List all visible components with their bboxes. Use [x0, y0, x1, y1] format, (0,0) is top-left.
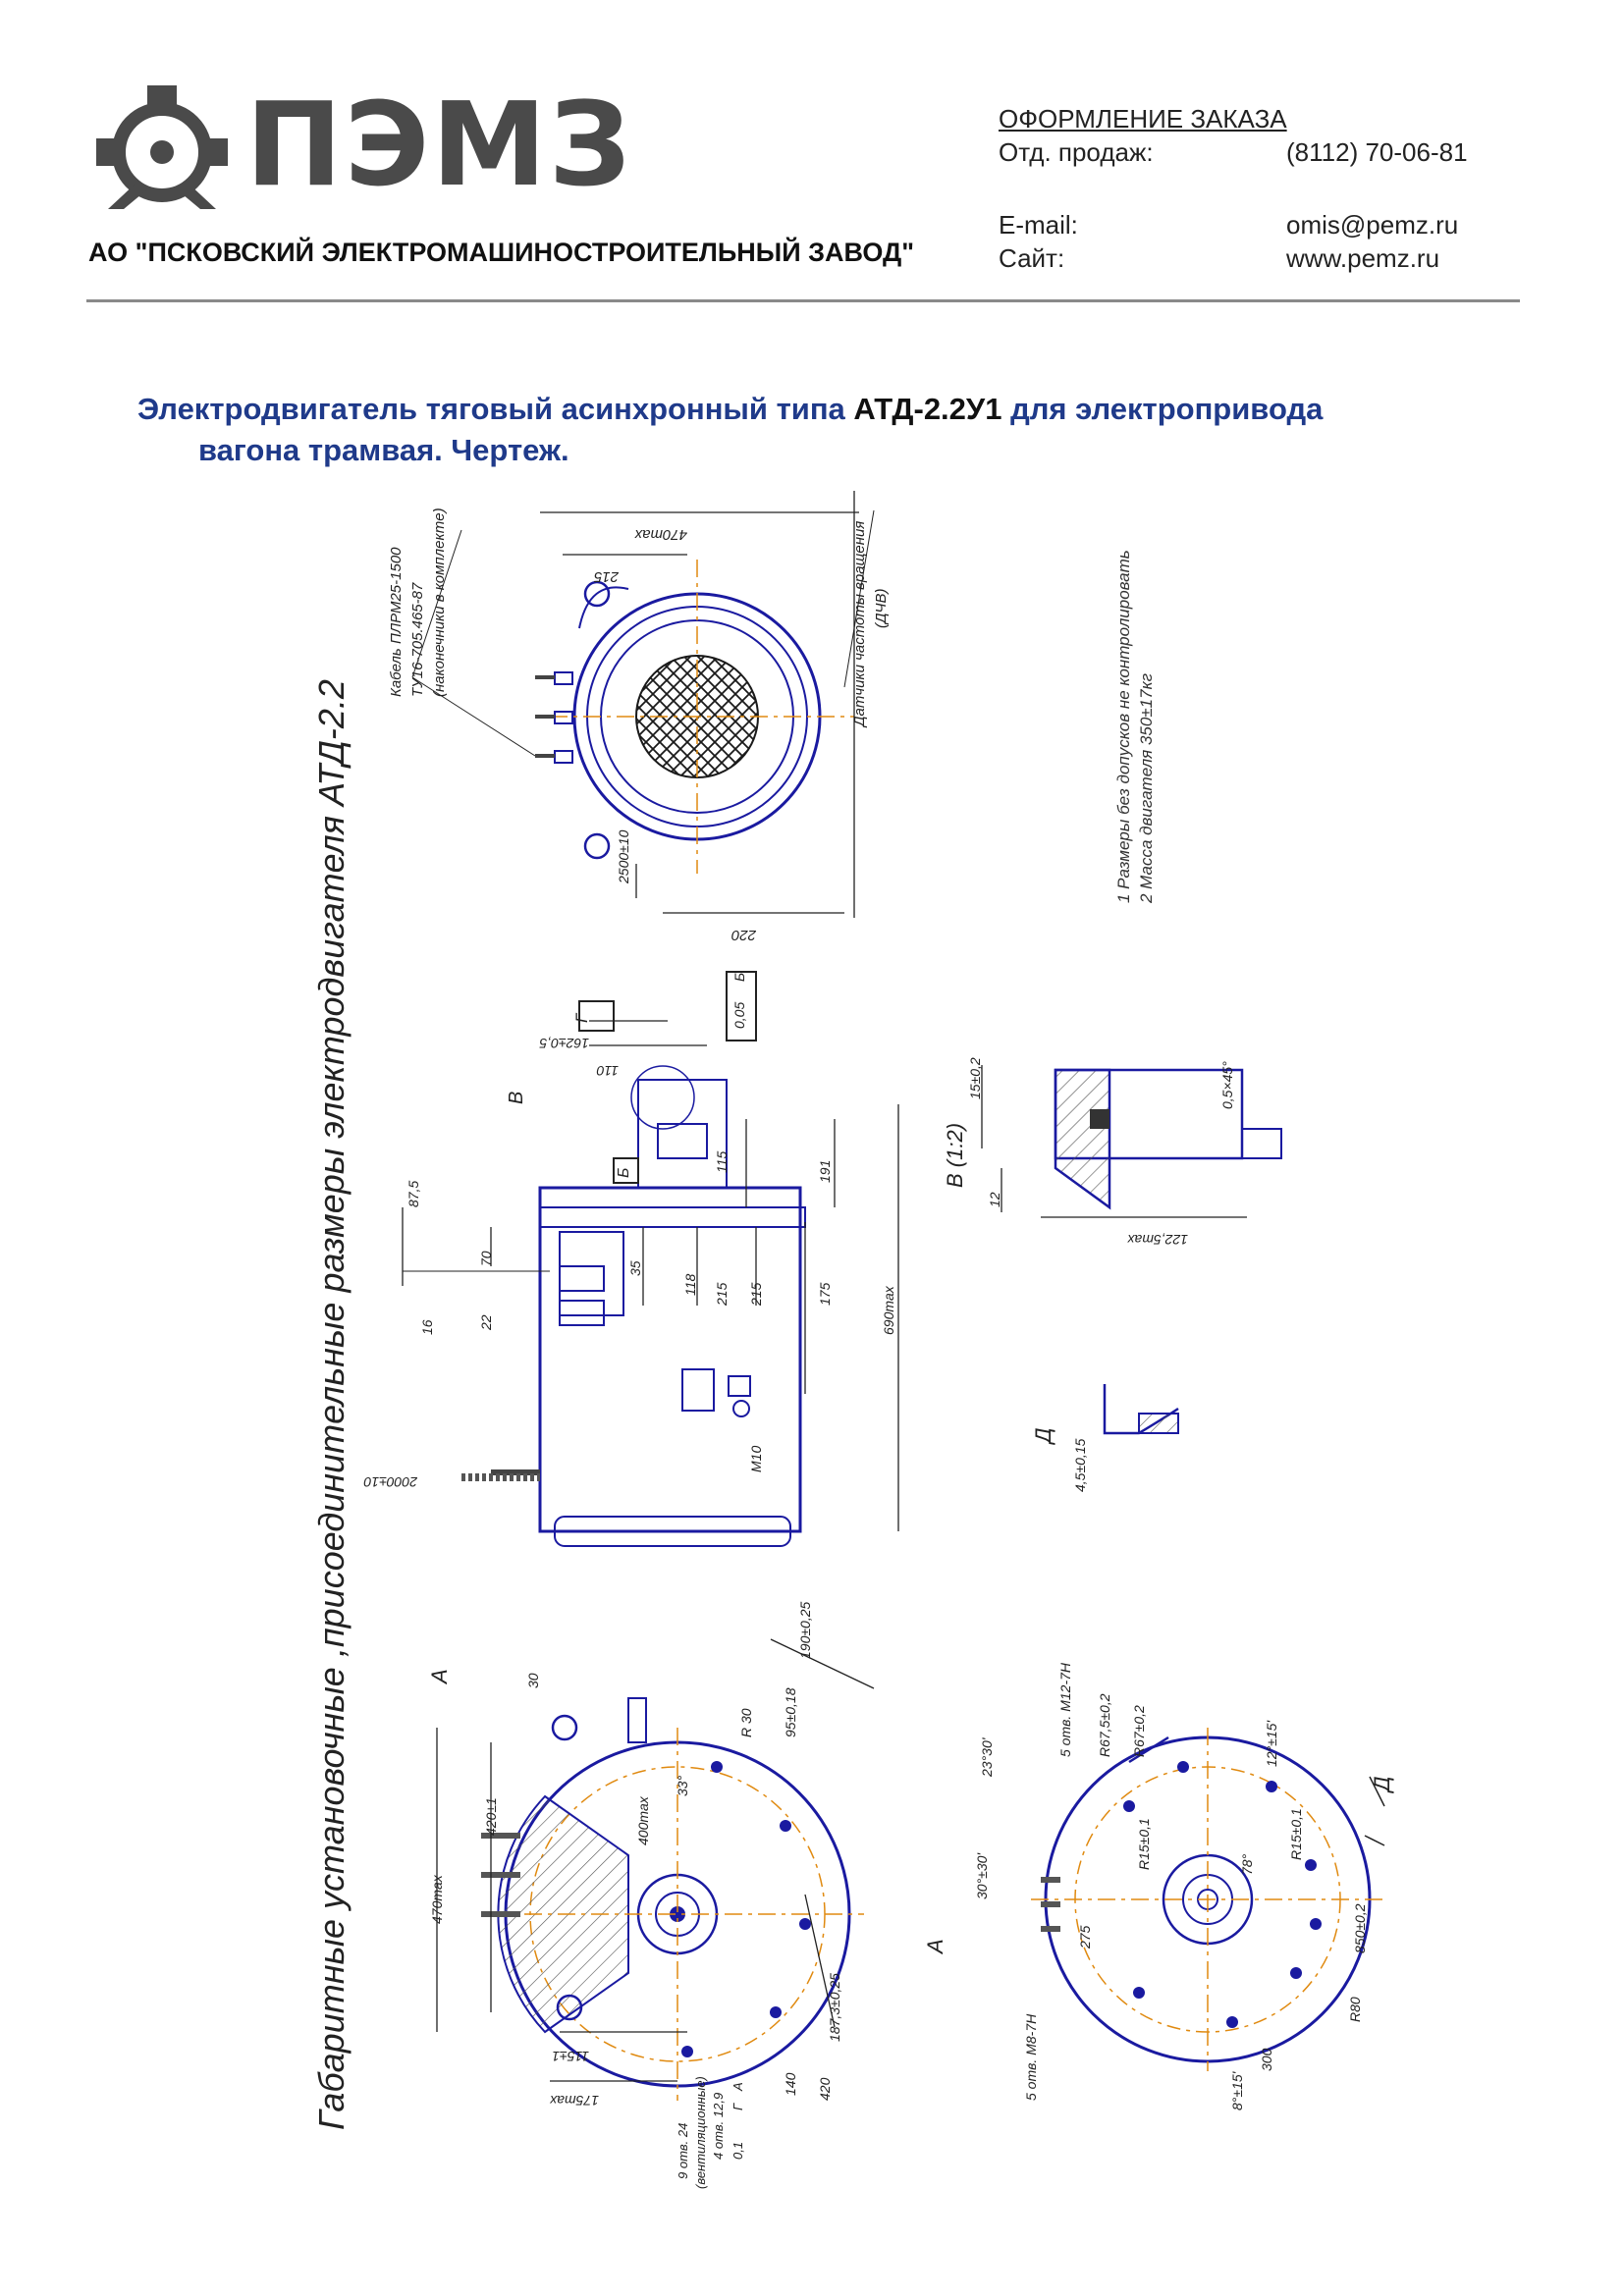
va-420-dia: 420 [817, 2077, 833, 2101]
va-tol-01: 0,1 [730, 2142, 745, 2160]
top-end-view: 470max 215 2500±10 220 Кабель ПЛРМ25-150… [388, 491, 890, 943]
dim-B-tol: Б [731, 973, 747, 982]
dim-215-a: 215 [714, 1282, 730, 1307]
vb-78deg: 78° [1239, 1853, 1255, 1875]
drawing-note-1: 1 Размеры без допусков не контролировать [1114, 550, 1133, 903]
va-r30: R 30 [738, 1708, 754, 1737]
vb-r15-a: R15±0,1 [1136, 1818, 1152, 1870]
detail-122-5: 122,5max [1127, 1232, 1188, 1248]
dim-470max-top: 470max [634, 526, 687, 543]
email-label: E-mail: [999, 210, 1078, 240]
view-a-left: А 30 420±1 470max 190±0,25 95±0,18 R 30 … [427, 1601, 875, 2189]
va-187-3: 187,3±0,25 [827, 1973, 842, 2042]
dim-16: 16 [419, 1319, 435, 1335]
dim-22: 22 [478, 1314, 494, 1331]
dim-35: 35 [627, 1260, 643, 1276]
va-470max: 470max [429, 1874, 445, 1924]
side-view: Г Б В 0,05 Б 162±0,5 110 87,5 70 16 35 1… [363, 971, 899, 1547]
dim-215-top: 215 [593, 568, 620, 585]
dim-87-5: 87,5 [406, 1181, 421, 1207]
dim-215-b: 215 [748, 1282, 764, 1307]
detail-15: 15±0,2 [967, 1057, 983, 1099]
detail-chamfer: 0,5×45° [1219, 1061, 1235, 1109]
dim-175: 175 [817, 1282, 833, 1306]
view-a-label: А [427, 1669, 452, 1685]
vb-r67-5: R67,5±0,2 [1097, 1693, 1112, 1757]
vb-300: 300 [1259, 2048, 1274, 2071]
va-30: 30 [525, 1673, 541, 1688]
vb-12deg: 12°±15' [1264, 1720, 1279, 1767]
detail-d-view: Д 4,5±0,15 [1031, 1384, 1179, 1492]
label-tu: ТУ16-705.465-87 [409, 582, 426, 697]
va-4-holes: 4 отв. 12,9 [711, 2093, 726, 2160]
va-175max: 175max [549, 2093, 599, 2109]
dim-2000: 2000±10 [363, 1474, 418, 1490]
vb-m12: 5 отв. М12-7Н [1057, 1662, 1073, 1757]
vb-r80: R80 [1347, 1997, 1363, 2022]
dim-B-ref: Б [616, 1168, 632, 1178]
view-a-right: А 5 отв. М12-7Н R67,5±0,2 R67±0,2 12°±15… [923, 1662, 1394, 2110]
logo-wordmark: ПЭМЗ [245, 77, 633, 212]
detail-12: 12 [987, 1192, 1002, 1207]
dim-70: 70 [478, 1251, 494, 1266]
va-95: 95±0,18 [783, 1687, 798, 1737]
detail-title: В (1:2) [943, 1123, 967, 1188]
dim-191: 191 [817, 1160, 833, 1183]
vb-m8: 5 отв. М8-7Н [1023, 2013, 1039, 2101]
dim-115: 115 [714, 1150, 730, 1173]
va-420: 420±1 [483, 1797, 499, 1836]
dim-m10: М10 [748, 1446, 764, 1472]
vb-23deg: 23°30' [979, 1736, 995, 1778]
detail-d-label: Д [1031, 1428, 1055, 1447]
company-name: АО "ПСКОВСКИЙ ЭЛЕКТРОМАШИНОСТРОИТЕЛЬНЫЙ … [88, 238, 915, 267]
dim-220: 220 [730, 927, 757, 943]
sales-phone: (8112) 70-06-81 [1286, 137, 1468, 167]
email-link[interactable]: omis@pemz.ru [1286, 210, 1459, 240]
dim-690max: 690max [881, 1285, 896, 1335]
va-400max: 400max [635, 1795, 651, 1845]
vb-label-a: А [923, 1939, 947, 1955]
vb-r67: R67±0,2 [1131, 1705, 1147, 1757]
vb-8deg: 8°±15' [1229, 2070, 1245, 2110]
va-9-holes: 9 отв. 24 [676, 2123, 690, 2179]
dim-110: 110 [596, 1063, 619, 1079]
vb-850: 850±0,2 [1352, 1903, 1368, 1953]
model-name: АТД-2.2У1 [853, 392, 1002, 426]
va-115: 115±1 [552, 2049, 589, 2064]
site-label: Сайт: [999, 243, 1065, 273]
label-speed-sensor: Датчики частоты вращения [851, 521, 868, 728]
order-heading[interactable]: ОФОРМЛЕНИЕ ЗАКАЗА [999, 104, 1287, 133]
va-33deg: 33° [675, 1775, 690, 1796]
sales-label: Отд. продаж: [999, 137, 1154, 167]
va-ventilation: (вентиляционные) [693, 2076, 708, 2189]
vb-275: 275 [1077, 1925, 1093, 1949]
vb-label-d: Д [1370, 1777, 1394, 1795]
label-dchv: (ДЧВ) [873, 589, 890, 629]
dim-V-ref: В [506, 1092, 527, 1104]
dim-2500: 2500±10 [616, 829, 631, 884]
page-title: Электродвигатель тяговый асинхронный тип… [137, 392, 1324, 467]
dim-G: Г [572, 1012, 591, 1023]
detail-d-dim: 4,5±0,15 [1072, 1438, 1088, 1492]
drawing-caption: Габаритные установочные ,присоединительн… [311, 679, 352, 2130]
drawing-note-2: 2 Масса двигателя 350±17кг [1137, 673, 1156, 904]
label-lugs: (наконечники в комплекте) [431, 507, 448, 697]
va-140: 140 [783, 2072, 798, 2096]
detail-v-view: В (1:2) 15±0,2 12 0,5×45° 122,5max [943, 1057, 1282, 1248]
header-divider [86, 299, 1520, 302]
dim-162: 162±0,5 [539, 1036, 589, 1051]
label-cable: Кабель ПЛРМ25-1500 [388, 547, 405, 697]
va-ref-a: А [730, 2082, 745, 2092]
dim-tol-005: 0,05 [731, 1002, 747, 1029]
vb-30deg: 30°±30' [974, 1852, 990, 1899]
vb-r15-b: R15±0,1 [1288, 1808, 1304, 1860]
motor-technical-drawing: Габаритные установочные ,присоединительн… [311, 491, 1394, 2189]
site-link[interactable]: www.pemz.ru [1286, 243, 1440, 273]
dim-118: 118 [682, 1273, 698, 1296]
pemz-logo-icon [96, 85, 228, 209]
va-ref-g: Г [730, 2103, 745, 2110]
va-190: 190±0,25 [797, 1601, 813, 1659]
